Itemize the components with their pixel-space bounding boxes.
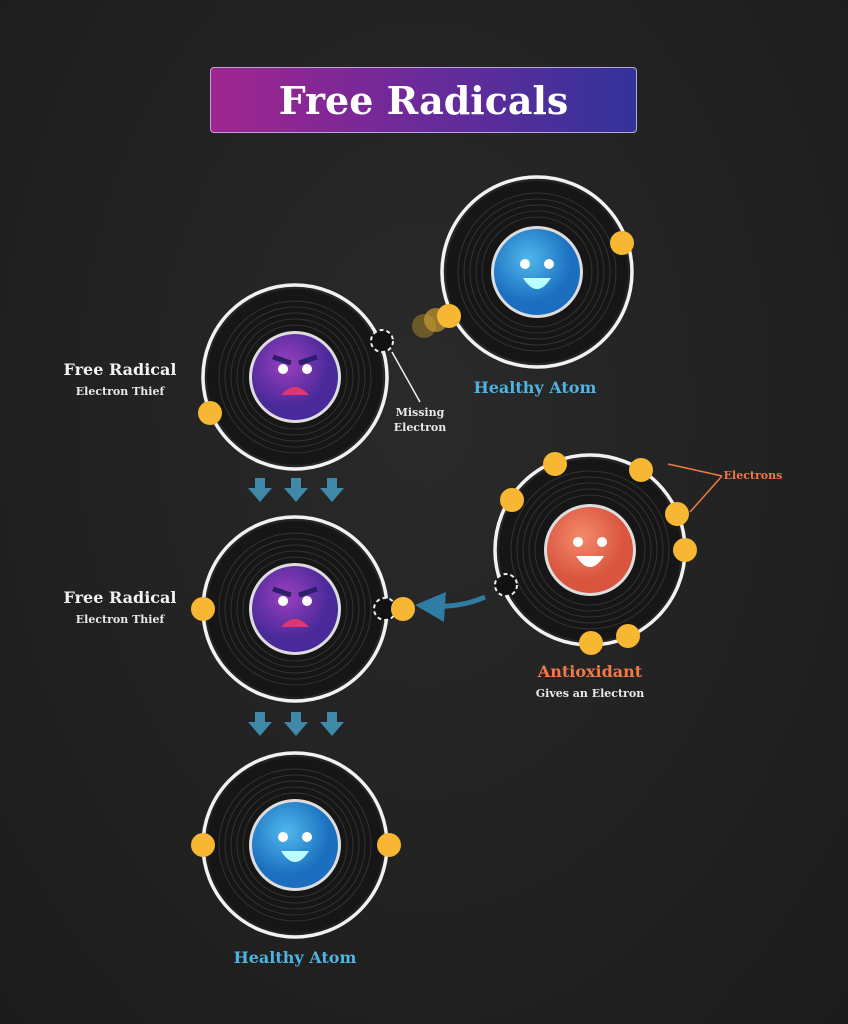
free-radical-1-brow-icon	[272, 354, 318, 366]
electrons-label: Electrons	[723, 469, 783, 482]
free-radical-sub-2: Electron Thief	[75, 613, 165, 626]
free-radical-1-eye-icon	[302, 364, 312, 374]
antioxidant-atom-eye-icon	[597, 537, 607, 547]
electron	[629, 458, 653, 482]
free-radical-label-2: Free Radical	[63, 588, 177, 607]
missing-electron-label-1: Missing	[395, 406, 445, 419]
down-arrow-icon	[320, 712, 344, 736]
free-radical-2-mouth-icon	[281, 619, 309, 627]
antioxidant-label: Antioxidant	[537, 662, 643, 681]
healthy-atom-top-orbit-ring	[475, 210, 599, 334]
free-radical-2-orbit-ring	[230, 544, 360, 674]
down-arrow-icon	[320, 478, 344, 502]
antioxidant-sub: Gives an Electron	[535, 687, 645, 700]
healthy-atom-top-orbit-ring	[457, 192, 617, 352]
electron	[665, 502, 689, 526]
free-radical-2-orbit-ring	[218, 532, 372, 686]
healthy-atom-top-orbit-ring	[463, 198, 611, 346]
electron	[673, 538, 697, 562]
missing-electron-label-2: Electron	[393, 421, 447, 434]
healthy-atom-bottom-orbit-ring	[218, 768, 372, 922]
electron	[616, 624, 640, 648]
page-title: Free Radicals	[210, 67, 637, 133]
healthy-atom-bottom-orbit-ring	[236, 786, 354, 904]
free-radical-1-orbit-ring	[236, 318, 354, 436]
free-radical-1-nucleus	[252, 334, 338, 420]
free-radical-2-nucleus	[252, 566, 338, 652]
electron	[579, 631, 603, 655]
missing-electron-slot	[494, 573, 518, 597]
antioxidant-atom-eye-icon	[573, 537, 583, 547]
healthy-atom-top-eye-icon	[544, 259, 554, 269]
healthy-atom-bottom-orbit-ring	[230, 780, 360, 910]
healthy-atom-top-orbit-ring	[469, 204, 605, 340]
transfer-arrow-icon	[415, 592, 487, 622]
healthy-atom-top-eye-icon	[520, 259, 530, 269]
healthy-atom-bottom-orbit-ring	[242, 792, 348, 898]
electron	[191, 597, 215, 621]
free-radical-1-orbit-ring	[224, 306, 366, 448]
antioxidant-atom-orbit-ring	[516, 476, 664, 624]
healthy-atom-label-bottom: Healthy Atom	[233, 948, 357, 967]
free-radical-2-eye-icon	[302, 596, 312, 606]
healthy-atom-label-top: Healthy Atom	[473, 378, 597, 397]
free-radical-2-eye-icon	[278, 596, 288, 606]
free-radical-label-1: Free Radical	[63, 360, 177, 379]
electrons-pointer	[667, 463, 723, 513]
electron	[543, 452, 567, 476]
healthy-atom-bottom-nucleus	[252, 802, 338, 888]
healthy-atom-bottom-eye-icon	[302, 832, 312, 842]
healthy-atom-bottom-eye-icon	[278, 832, 288, 842]
free-radical-1-orbit-ring	[242, 324, 348, 430]
healthy-atom-top-mouth-icon	[523, 278, 551, 289]
free-radical-1-orbit-ring	[230, 312, 360, 442]
electron	[500, 488, 524, 512]
antioxidant-atom-nucleus	[547, 507, 633, 593]
electron	[437, 304, 461, 328]
missing-electron-slot	[370, 329, 394, 353]
free-radical-1-orbit	[201, 283, 389, 471]
healthy-atom-bottom-mouth-icon	[281, 851, 309, 862]
healthy-atom-bottom-orbit-ring	[224, 774, 366, 916]
down-arrow-icon	[284, 478, 308, 502]
down-arrow-icon	[248, 712, 272, 736]
free-radical-2-orbit-ring	[236, 550, 354, 668]
free-radical-1-mouth-icon	[281, 387, 309, 395]
down-arrow-icon	[284, 712, 308, 736]
pointer-line	[391, 351, 421, 403]
healthy-atom-top-orbit-ring	[481, 216, 593, 328]
electron	[191, 833, 215, 857]
electron	[391, 597, 415, 621]
antioxidant-atom-orbit-ring	[522, 482, 658, 618]
free-radical-2-brow-icon	[272, 586, 318, 598]
healthy-atom-top-nucleus	[494, 229, 580, 315]
free-radical-1-eye-icon	[278, 364, 288, 374]
electron	[377, 833, 401, 857]
down-arrow-icon	[248, 478, 272, 502]
antioxidant-atom-orbit-ring	[528, 488, 652, 612]
healthy-atom-top-orbit	[440, 175, 634, 369]
free-radical-2-orbit-ring	[242, 556, 348, 662]
electron	[610, 231, 634, 255]
free-radical-1-orbit-ring	[218, 300, 372, 454]
electron	[198, 401, 222, 425]
free-radical-sub-1: Electron Thief	[75, 385, 165, 398]
antioxidant-atom-orbit-ring	[534, 494, 646, 606]
antioxidant-atom-orbit-ring	[510, 470, 670, 630]
antioxidant-atom-mouth-icon	[576, 556, 604, 567]
free-radical-2-orbit-ring	[224, 538, 366, 680]
